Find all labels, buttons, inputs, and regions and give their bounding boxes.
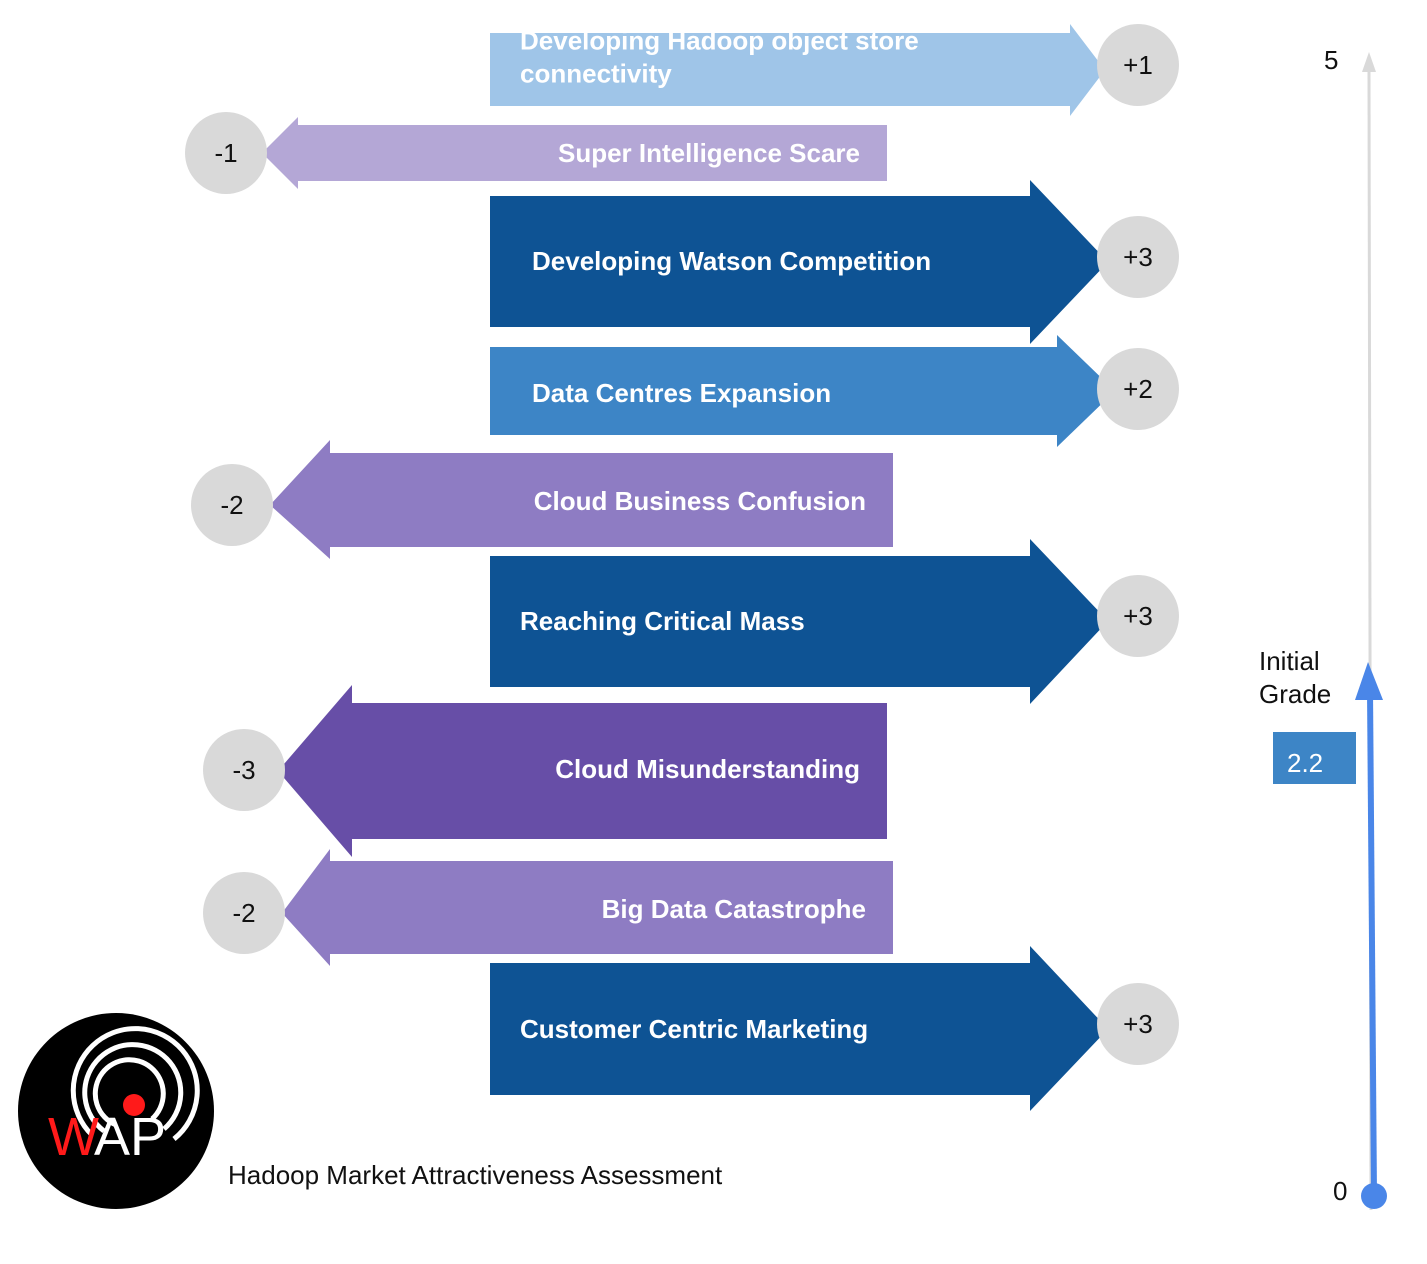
score-value: -2 — [220, 490, 243, 520]
factor-label: Data Centres Expansion — [532, 378, 831, 408]
factor-arrow-right — [490, 180, 1108, 344]
initial-grade-label-line2: Grade — [1259, 679, 1332, 709]
signal-dot-icon — [123, 1094, 145, 1116]
grade-axis-arrowhead-icon — [1362, 52, 1376, 72]
factor-arrow-right — [490, 539, 1108, 704]
wap-logo: W AP — [18, 1013, 214, 1209]
broadcast-signal-icon — [70, 1026, 200, 1141]
initial-grade-label-line1: Initial — [1259, 646, 1320, 676]
factor-arrow-left — [278, 685, 887, 857]
factor-4: Data Centres Expansion +2 — [490, 335, 1179, 447]
score-value: +2 — [1123, 374, 1153, 404]
factor-arrow-right — [490, 946, 1108, 1111]
initial-grade-value: 2.2 — [1287, 748, 1323, 778]
factor-label: Cloud Business Confusion — [534, 486, 866, 516]
logo-letters-ap: AP — [94, 1107, 166, 1167]
score-value: +1 — [1123, 50, 1153, 80]
initial-grade-arrow-line — [1367, 689, 1377, 1197]
score-value: -2 — [232, 898, 255, 928]
factor-9: Customer Centric Marketing +3 — [490, 946, 1179, 1111]
factor-arrow-left — [262, 117, 887, 189]
factor-label: Developing Watson Competition — [532, 246, 931, 276]
score-badge — [1097, 983, 1179, 1065]
grade-axis-min-label: 0 — [1333, 1176, 1347, 1206]
score-value: -1 — [214, 138, 237, 168]
factor-2: Super Intelligence Scare -1 — [185, 112, 887, 194]
initial-grade-arrowhead-icon — [1355, 662, 1383, 700]
score-badge — [185, 112, 267, 194]
score-value: +3 — [1123, 601, 1153, 631]
factor-label: Customer Centric Marketing — [520, 1014, 868, 1044]
score-badge — [203, 872, 285, 954]
factor-label: Developing Hadoop object store — [520, 26, 919, 56]
initial-grade-origin-dot — [1361, 1183, 1387, 1209]
factor-5: Cloud Business Confusion -2 — [191, 440, 893, 559]
score-badge — [1097, 348, 1179, 430]
grade-scale: 5 0 2.2 — [1273, 45, 1387, 1211]
factor-label: Cloud Misunderstanding — [555, 754, 860, 784]
factor-8: Big Data Catastrophe -2 — [203, 849, 893, 966]
factor-label: Super Intelligence Scare — [558, 138, 860, 168]
diagram-title: Hadoop Market Attractiveness Assessment — [228, 1160, 723, 1190]
factor-arrow-left — [282, 849, 893, 966]
score-value: +3 — [1123, 1009, 1153, 1039]
score-value: +3 — [1123, 242, 1153, 272]
factor-arrows: Developing Hadoop object storeconnectivi… — [185, 24, 1179, 1111]
factor-3: Developing Watson Competition +3 — [490, 180, 1179, 344]
score-badge — [1097, 216, 1179, 298]
initial-grade-label: Initial Grade — [1259, 645, 1331, 711]
factor-7: Cloud Misunderstanding -3 — [203, 685, 887, 857]
factor-arrow-right — [490, 335, 1115, 447]
factor-arrow-left — [270, 440, 893, 559]
factor-label: Reaching Critical Mass — [520, 606, 805, 636]
logo-letter-w: W — [48, 1107, 99, 1167]
score-badge — [1097, 575, 1179, 657]
factor-label: connectivity — [520, 59, 672, 89]
grade-axis-max-label: 5 — [1324, 45, 1338, 75]
score-badge — [1097, 24, 1179, 106]
factor-arrow-right — [490, 24, 1105, 116]
factor-1: Developing Hadoop object storeconnectivi… — [490, 24, 1179, 116]
factor-6: Reaching Critical Mass +3 — [490, 539, 1179, 704]
score-badge — [203, 729, 285, 811]
factor-label: Big Data Catastrophe — [602, 894, 866, 924]
score-value: -3 — [232, 755, 255, 785]
score-badge — [191, 464, 273, 546]
initial-grade-value-box — [1273, 732, 1356, 784]
